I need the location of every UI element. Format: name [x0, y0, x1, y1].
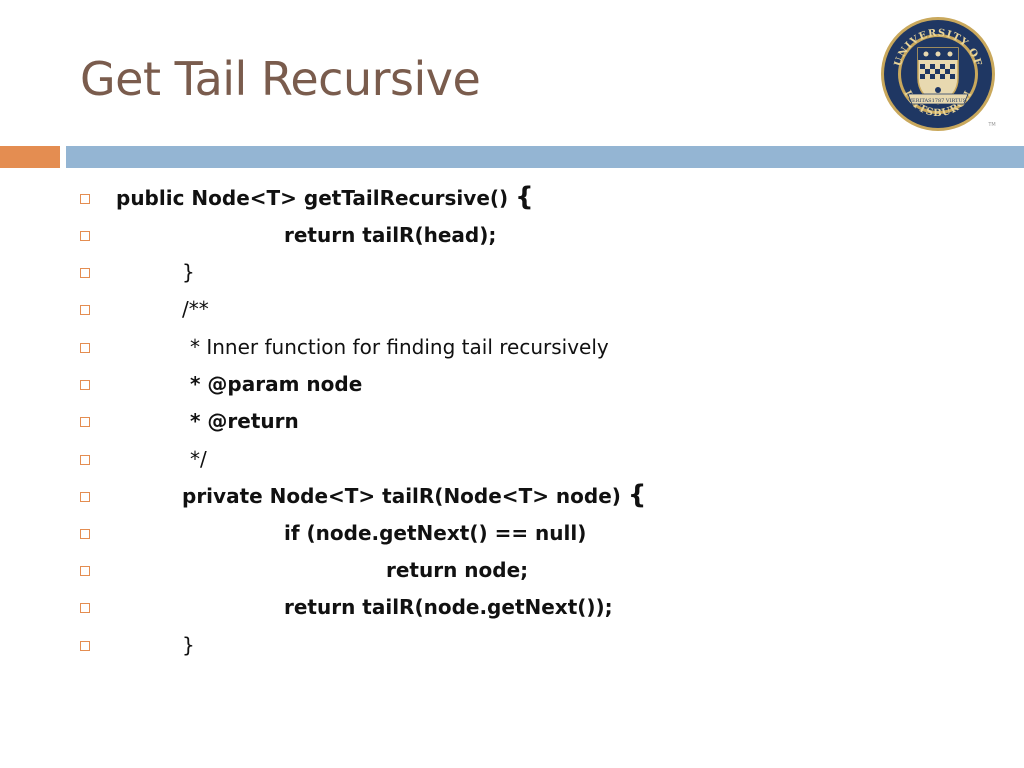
bullet-square-icon: [80, 343, 90, 353]
list-item: if (node.getNext() == null): [0, 520, 1024, 550]
list-item: * @param node: [0, 371, 1024, 401]
open-brace: {: [627, 480, 647, 510]
bullet-square-icon: [80, 231, 90, 241]
bullet-square-icon: [80, 268, 90, 278]
code-line-text: /**: [182, 297, 209, 321]
list-item: return tailR(head);: [0, 222, 1024, 252]
slide-title: Get Tail Recursive: [80, 52, 481, 106]
list-item: * Inner function for finding tail recurs…: [0, 334, 1024, 364]
logo-year: 1787: [932, 98, 945, 104]
code-line-text: public Node<T> getTailRecursive(): [116, 186, 516, 210]
bullet-square-icon: [80, 492, 90, 502]
list-item: }: [0, 632, 1024, 662]
code-line-text: private Node<T> tailR(Node<T> node): [182, 484, 628, 508]
list-item: return node;: [0, 557, 1024, 587]
bullet-square-icon: [80, 305, 90, 315]
code-line-text: return tailR(head);: [284, 223, 497, 247]
list-item: private Node<T> tailR(Node<T> node) {: [0, 480, 1024, 513]
list-item: */: [0, 446, 1024, 476]
code-line-text: * @return: [190, 409, 299, 433]
university-seal-logo: UNIVERSITY OF PITTSBURGH VERITAS 1787 VI…: [881, 17, 996, 131]
bullet-square-icon: [80, 194, 90, 204]
bullet-square-icon: [80, 529, 90, 539]
list-item: public Node<T> getTailRecursive() {: [0, 182, 1024, 215]
code-line-text: return node;: [386, 558, 529, 582]
bullet-square-icon: [80, 566, 90, 576]
list-item: return tailR(node.getNext());: [0, 594, 1024, 624]
list-item: /**: [0, 296, 1024, 326]
code-line-text: */: [190, 447, 207, 471]
code-line-text: * @param node: [190, 372, 363, 396]
list-item: * @return: [0, 408, 1024, 438]
bullet-square-icon: [80, 455, 90, 465]
code-line-text: * Inner function for finding tail recurs…: [190, 335, 609, 359]
accent-bar-orange: [0, 146, 60, 168]
code-line-text: }: [182, 260, 195, 284]
code-line-text: if (node.getNext() == null): [284, 521, 587, 545]
accent-bar-blue: [66, 146, 1024, 168]
logo-motto-right: VIRTUS: [945, 98, 967, 104]
logo-trademark: TM: [987, 122, 995, 128]
list-item: }: [0, 259, 1024, 289]
bullet-square-icon: [80, 603, 90, 613]
bullet-square-icon: [80, 641, 90, 651]
open-brace: {: [515, 182, 534, 212]
logo-motto-left: VERITAS: [907, 98, 932, 104]
code-line-text: return tailR(node.getNext());: [284, 595, 613, 619]
bullet-square-icon: [80, 380, 90, 390]
bullet-square-icon: [80, 417, 90, 427]
code-line-text: }: [182, 633, 195, 657]
